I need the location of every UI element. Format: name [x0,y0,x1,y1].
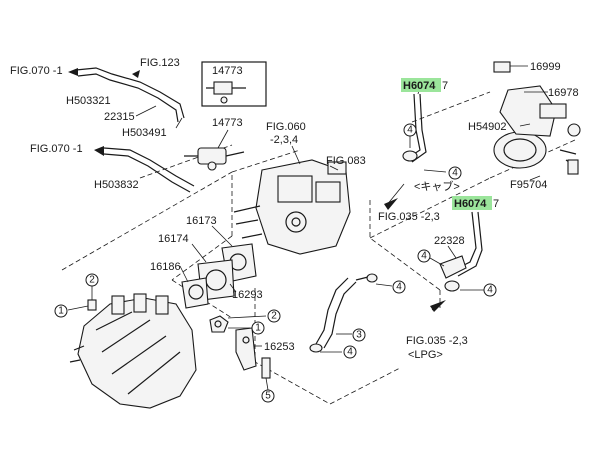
hose-h60747-top [402,93,427,163]
intake-manifold [69,293,197,409]
callout-1-mid: 1 [251,321,265,335]
label-fig123: FIG.123 [140,57,180,69]
bolt-manifold [87,299,97,311]
leader-h54902 [519,123,531,127]
callout-1-left: 1 [54,304,68,318]
svg-text:4: 4 [487,285,493,296]
carburetor-assembly [233,159,351,255]
arrow-fig035-mid [384,198,398,210]
leader-14773-b [217,129,229,149]
svg-text:4: 4 [396,282,402,293]
svg-text:4: 4 [347,347,353,358]
highlight-h60747-top [401,78,441,92]
throttle-body [493,85,581,175]
hose-h60747-bottom [439,211,483,292]
svg-text:4: 4 [421,251,427,262]
svg-text:5: 5 [265,391,271,402]
svg-text:4: 4 [407,125,413,136]
svg-text:3: 3 [356,330,362,341]
callout-4-hose: 4 [392,280,406,294]
leader-4-22328 [429,257,445,267]
callout-2-left: 2 [85,273,99,287]
leader-16174 [191,243,207,263]
label-fig083: FIG.083 [326,155,366,167]
leader-callout-5 [265,377,269,391]
leader-fig060 [291,145,301,165]
leader-callout-1-left [67,305,89,311]
label-16253: 16253 [264,341,295,353]
label-fig070-1-mid: FIG.070 -1 [30,143,83,155]
leader-16186 [179,265,189,283]
label-h60747-top-suffix: 7 [442,80,448,92]
leader-22328 [447,245,457,259]
label-fig060: FIG.060 [266,121,306,133]
leader-fig083 [329,165,339,171]
label-h503832: H503832 [94,179,139,191]
nut-16253 [209,315,229,333]
label-lpg: <LPG> [408,349,443,361]
valve-14773-upper [201,61,267,107]
arrow-fig070-mid [94,146,104,156]
label-h503321: H503321 [66,95,111,107]
bolt-16253 [261,357,271,379]
leader-16173 [211,225,233,247]
label-14773-b: 14773 [212,117,243,129]
callout-3-hose: 3 [352,328,366,342]
gasket-16186 [181,277,209,309]
leader-h503491 [175,117,183,129]
callout-5: 5 [261,389,275,403]
label-fig060-sub: -2,3,4 [270,134,298,146]
arrow-fig123 [132,70,140,78]
svg-text:1: 1 [58,306,64,317]
callout-4-cap-top: 4 [403,123,417,137]
label-fig035-bot: FIG.035 -2,3 [406,335,468,347]
leader-22315 [135,105,157,117]
label-16174: 16174 [158,233,189,245]
bracket-16253 [235,327,257,371]
label-22315: 22315 [104,111,135,123]
leader-cap-4b [423,169,447,173]
label-f95704: F95704 [510,179,547,191]
connector-16999 [493,61,528,73]
svg-text:2: 2 [271,311,277,322]
label-cap: <キャブ> [414,179,460,193]
leader-f95704 [529,175,541,181]
hose-h503832 [103,147,195,193]
valve-14773-lower [184,147,245,171]
label-h60747-bottom-code: H6074 [454,198,487,210]
hose-h503321 [75,67,185,123]
arrow-fig070-top [68,68,78,76]
label-h503491: H503491 [122,127,167,139]
label-14773-a: 14773 [212,65,243,77]
callout-2-mid: 2 [267,309,281,323]
label-22328: 22328 [434,235,465,247]
label-16999: 16999 [530,61,561,73]
callout-4-hose-low: 4 [343,345,357,359]
label-h60747-top-code: H6074 [403,80,436,92]
label-16978: 16978 [548,87,579,99]
leader-16293 [229,283,237,293]
callout-4-lower-right: 4 [483,283,497,297]
leader-callout-2-mid [227,315,267,319]
svg-text:1: 1 [255,323,261,334]
svg-text:4: 4 [452,168,458,179]
callout-4-22328: 4 [417,249,431,263]
callout-4-cap-right: 4 [448,166,462,180]
leader-fig035-bot [431,303,441,311]
highlight-h60747-bottom [452,196,492,210]
dashed-boundary-right [369,91,576,239]
label-fig070-1-top: FIG.070 -1 [10,65,63,77]
label-16293: 16293 [232,289,263,301]
leader-fig035-mid [385,183,405,207]
label-16173: 16173 [186,215,217,227]
hose-coolant-lower [309,273,378,353]
leader-4-hose [375,283,393,287]
label-h54902: H54902 [468,121,507,133]
label-h60747-bottom-suffix: 7 [493,198,499,210]
label-fig035-mid: FIG.035 -2,3 [378,211,440,223]
label-16186: 16186 [150,261,181,273]
svg-text:2: 2 [89,275,95,286]
